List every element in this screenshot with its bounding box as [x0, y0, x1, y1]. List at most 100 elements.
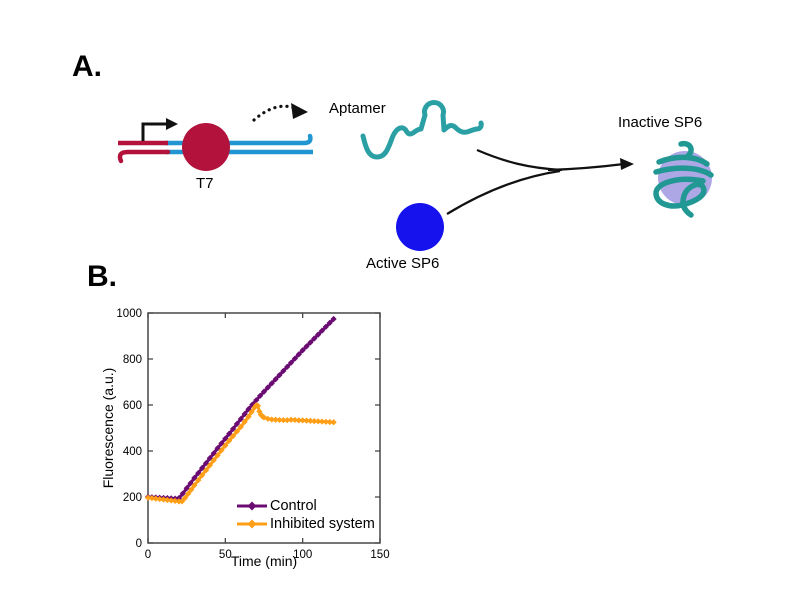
series-marker-0: [233, 420, 241, 427]
t7-polymerase-circle: [182, 123, 230, 171]
series-marker-0: [264, 384, 271, 391]
aptamer-label: Aptamer: [329, 100, 386, 117]
x-tick-label: 0: [145, 549, 151, 561]
series-marker-0: [280, 367, 287, 375]
series-marker-1: [322, 418, 329, 425]
series-marker-0: [237, 415, 244, 423]
series-marker-0: [299, 347, 306, 354]
series-marker-1: [257, 411, 265, 418]
series-marker-0: [253, 397, 260, 404]
merged-arrow: [547, 162, 625, 172]
series-marker-1: [241, 418, 248, 425]
series-marker-0: [295, 351, 302, 358]
y-tick-label: 200: [123, 492, 142, 504]
legend-diamond-inhibited: [247, 519, 257, 529]
series-marker-1: [148, 495, 155, 502]
series-marker-0: [287, 359, 295, 366]
wrap-bar-2: [653, 165, 714, 178]
series-marker-0: [330, 315, 337, 323]
series-marker-1: [233, 428, 241, 435]
series-marker-0: [322, 323, 329, 330]
plot-box: [147, 312, 381, 544]
series-marker-1: [330, 419, 337, 426]
aptamer-arrow-curve: [476, 148, 563, 172]
series-marker-1: [168, 497, 175, 504]
x-tick-label: 100: [293, 549, 312, 561]
series-marker-0: [229, 425, 237, 433]
series-marker-1: [210, 457, 217, 464]
x-tick-label: 50: [219, 549, 232, 561]
wrap-top-curl: [678, 140, 694, 159]
series-marker-0: [183, 485, 190, 492]
y-tick-label: 400: [123, 446, 142, 458]
series-marker-1: [295, 417, 302, 424]
series-marker-0: [257, 392, 264, 399]
series-marker-1: [276, 416, 283, 424]
series-marker-0: [195, 469, 202, 477]
series-marker-0: [210, 450, 217, 457]
t7-label: T7: [196, 175, 214, 192]
series-marker-0: [311, 335, 318, 342]
series-marker-0: [191, 474, 198, 482]
y-tick-label: 600: [123, 400, 142, 412]
series-marker-1: [307, 417, 314, 424]
series-marker-1: [191, 482, 198, 489]
series-marker-1: [222, 442, 229, 449]
series-marker-1: [237, 423, 244, 430]
series-marker-1: [188, 486, 195, 493]
dna-bottom-strand-red: [117, 149, 171, 164]
series-marker-1: [245, 413, 252, 420]
series-marker-1: [195, 477, 202, 484]
series-marker-1: [156, 495, 163, 503]
inhibition-arrows: [446, 148, 634, 215]
series-marker-1: [248, 408, 255, 415]
x-axis-label: Time (min): [230, 553, 298, 569]
legend-diamond-control: [247, 501, 257, 511]
inactive-sp6-wrap: [653, 140, 714, 218]
series-marker-0: [199, 464, 206, 472]
wrap-s-curl: [653, 176, 707, 218]
series-marker-1: [326, 418, 333, 426]
series-marker-0: [214, 445, 221, 452]
active-sp6-circle: [396, 203, 444, 251]
series-marker-1: [229, 432, 237, 440]
legend-item-control: Control: [236, 497, 375, 515]
series-marker-1: [206, 462, 213, 469]
legend-label-control: Control: [270, 497, 317, 514]
series-marker-1: [284, 417, 291, 424]
series-marker-0: [179, 490, 186, 497]
series-marker-0: [318, 327, 326, 334]
merged-arrowhead: [620, 158, 634, 170]
series-marker-1: [287, 416, 295, 423]
polymerase-motion-arrow: [252, 103, 308, 122]
series-marker-1: [218, 447, 225, 454]
series-marker-1: [182, 494, 189, 502]
series-marker-0: [291, 355, 299, 362]
series-marker-1: [315, 418, 322, 425]
aptamer-squiggle: [360, 100, 484, 160]
series-marker-0: [249, 401, 256, 408]
series-marker-0: [303, 343, 310, 350]
y-tick-label: 1000: [116, 308, 142, 320]
series-marker-0: [175, 495, 183, 502]
series-marker-0: [241, 410, 248, 418]
series-marker-0: [260, 388, 268, 395]
panel-b-label: B.: [87, 260, 117, 293]
series-marker-0: [276, 372, 283, 379]
series-marker-1: [202, 467, 210, 474]
transcription-start-arrow: [141, 118, 178, 141]
series-marker-1: [272, 416, 279, 423]
series-marker-1: [199, 472, 206, 479]
series-marker-0: [326, 319, 333, 326]
series-marker-1: [160, 496, 167, 503]
series-marker-0: [307, 339, 314, 346]
series-marker-1: [318, 418, 326, 425]
series-marker-1: [251, 404, 258, 411]
series-marker-1: [171, 497, 179, 505]
legend-item-inhibited: Inhibited system: [236, 515, 375, 533]
sp6-arrow-curve: [446, 169, 561, 215]
y-tick-label: 0: [136, 538, 142, 550]
series-marker-1: [264, 415, 271, 422]
series-marker-0: [284, 363, 291, 370]
